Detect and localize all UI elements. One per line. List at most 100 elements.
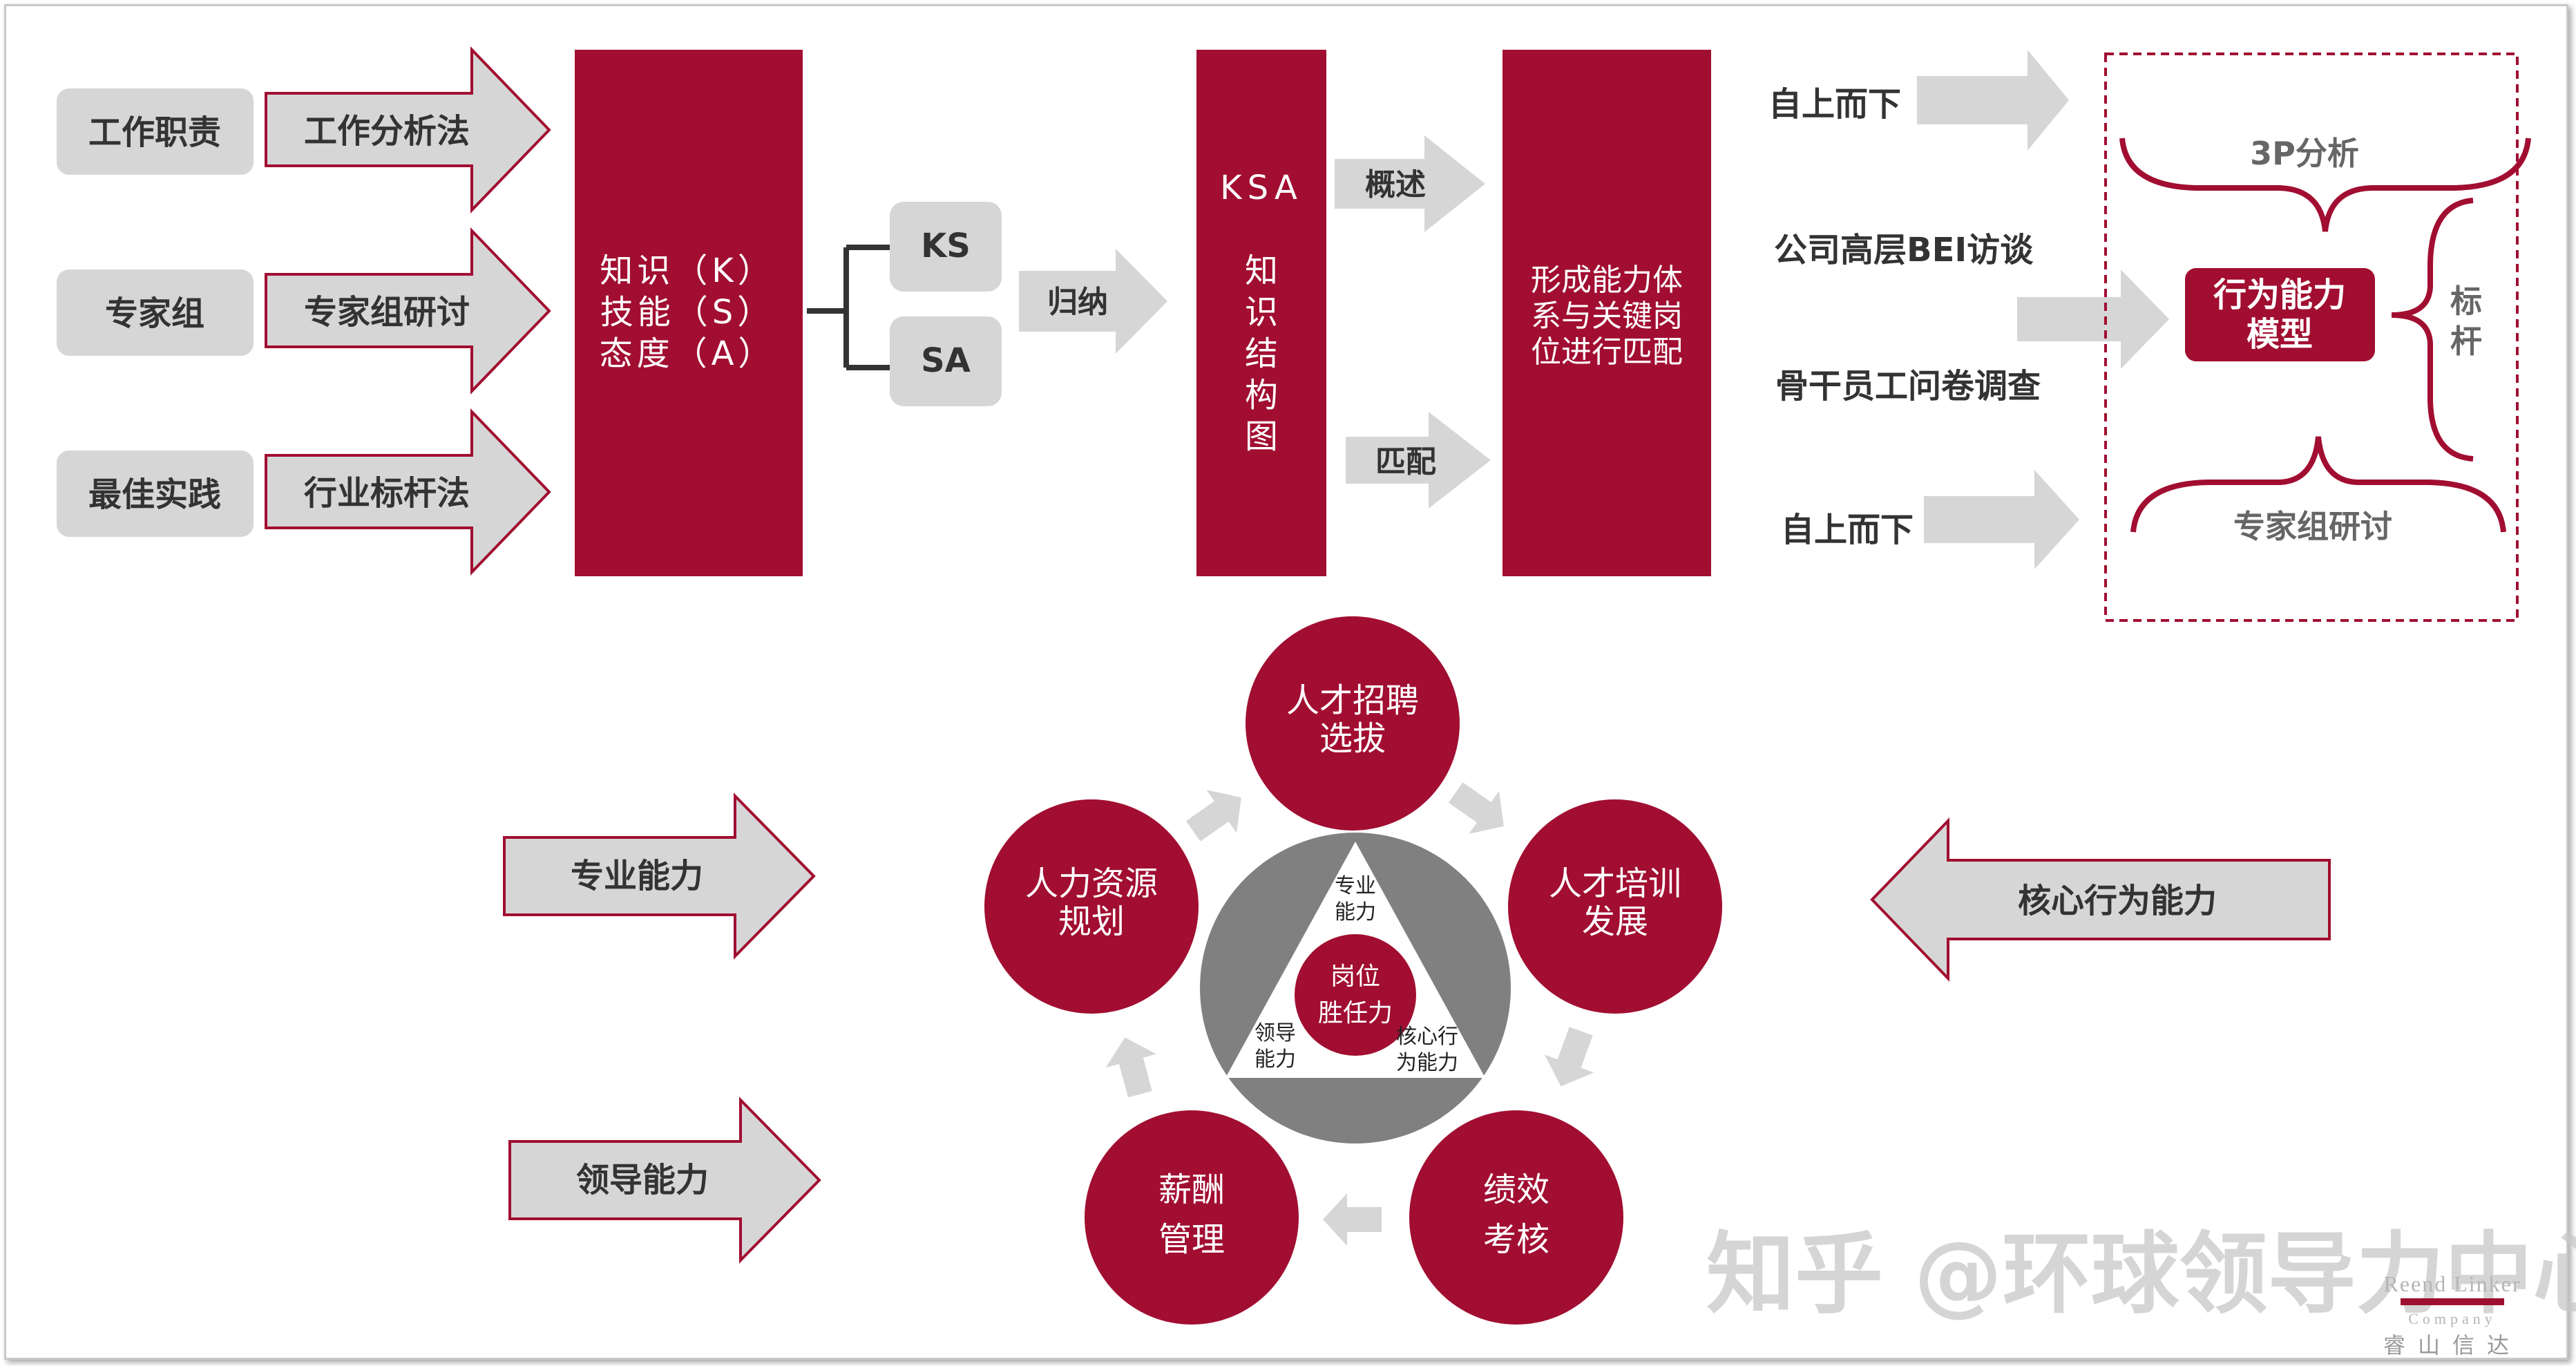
hr-cycle: 人才招聘 选拔 人才培训 发展 绩效 考核 薪酬 管理 人力资源 规划 bbox=[984, 616, 1722, 1325]
benchmark-char-2: 杆 bbox=[2450, 323, 2482, 360]
cycle-planning-2: 规划 bbox=[1058, 902, 1125, 941]
brace-top bbox=[2119, 137, 2531, 232]
source-box-2 bbox=[57, 269, 254, 356]
triangle-left-2: 能力 bbox=[1254, 1047, 1296, 1072]
cycle-recruit-1: 人才招聘 bbox=[1286, 681, 1419, 720]
behavior-model-line-2: 模型 bbox=[2246, 315, 2313, 354]
ksa-chart-char-3: 结 bbox=[1245, 334, 1278, 373]
ksa-chart-box bbox=[1196, 50, 1326, 576]
cycle-arrow-2 bbox=[1544, 1027, 1594, 1087]
result-line-3: 位进行匹配 bbox=[1531, 334, 1683, 370]
ksa-chart-char-5: 图 bbox=[1245, 417, 1278, 456]
method-arrow-1 bbox=[265, 46, 551, 214]
result-box bbox=[1502, 50, 1711, 576]
summarize-arrow bbox=[1019, 249, 1167, 354]
cycle-arrows bbox=[1105, 782, 1594, 1246]
top-down-label-2: 自上而下 bbox=[1781, 511, 1914, 549]
triangle-center-1: 岗位 bbox=[1330, 962, 1380, 991]
source-box-3 bbox=[57, 450, 254, 537]
behavior-model-box bbox=[2185, 268, 2375, 361]
overview-arrow bbox=[1335, 135, 1485, 232]
cycle-salary-1: 薪酬 bbox=[1158, 1170, 1225, 1209]
ksa-chart-text: KSA 知 识 结 构 图 bbox=[1220, 169, 1303, 456]
core-behavior-arrow bbox=[1870, 817, 2331, 982]
cycle-planning-1: 人力资源 bbox=[1025, 864, 1158, 903]
cycle-training-2: 发展 bbox=[1582, 902, 1648, 941]
leadership-arrow bbox=[508, 1097, 821, 1264]
method-label-1: 工作分析法 bbox=[304, 112, 470, 151]
company-logo: Reend Linker Company 睿山信达 bbox=[2356, 1271, 2549, 1360]
triangle-text: 专业 能力 领导 能力 核心行 为能力 岗位 胜任力 bbox=[1254, 874, 1458, 1075]
source-label-2: 专家组 bbox=[105, 294, 204, 333]
analysis-3p-label: 3P分析 bbox=[2250, 135, 2359, 172]
overview-label: 概述 bbox=[1365, 167, 1426, 202]
cycle-recruit-2: 选拔 bbox=[1319, 719, 1386, 758]
ksa-chart-char-1: 知 bbox=[1245, 252, 1278, 290]
ksa-skill: 技能（S） bbox=[600, 293, 774, 332]
sa-label: SA bbox=[921, 341, 971, 380]
cycle-arrow-3 bbox=[1323, 1193, 1382, 1246]
cycle-circle-salary bbox=[1085, 1110, 1299, 1325]
method-arrow-2 bbox=[265, 227, 551, 395]
bei-label: 公司高层BEI访谈 bbox=[1774, 231, 2034, 269]
ksa-box-text: 知识（K） 技能（S） 态度（A） bbox=[600, 252, 776, 373]
professional-arrow bbox=[503, 793, 816, 960]
ksa-knowledge: 知识（K） bbox=[600, 252, 774, 290]
method-arrows: 工作分析法 专家组研讨 行业标杆法 bbox=[265, 46, 551, 576]
cycle-circle-performance bbox=[1409, 1110, 1623, 1325]
brace-bottom bbox=[2130, 436, 2506, 533]
behavior-model-line-1: 行为能力 bbox=[2213, 276, 2346, 314]
bracket-connector bbox=[807, 245, 890, 370]
logo-bar bbox=[2401, 1298, 2504, 1305]
triangle-right-2: 为能力 bbox=[1396, 1051, 1458, 1075]
source-label-1: 工作职责 bbox=[88, 113, 221, 152]
cycle-arrow-5 bbox=[1185, 790, 1241, 842]
match-arrow bbox=[1346, 412, 1491, 509]
model-container bbox=[2104, 53, 2519, 622]
result-box-text: 形成能力体 系与关键岗 位进行匹配 bbox=[1531, 263, 1683, 370]
top-down-label-1: 自上而下 bbox=[1768, 85, 1901, 124]
professional-label: 专业能力 bbox=[571, 857, 703, 895]
result-line-1: 形成能力体 bbox=[1531, 263, 1683, 298]
source-label-3: 最佳实践 bbox=[88, 475, 221, 514]
ksa-chart-title: KSA bbox=[1220, 169, 1303, 207]
cycle-circle-recruit bbox=[1246, 616, 1460, 831]
ksa-box bbox=[575, 50, 803, 576]
ks-label: KS bbox=[921, 227, 971, 265]
triangle-top-2: 能力 bbox=[1335, 900, 1376, 924]
ks-box bbox=[890, 202, 1002, 292]
triangle-right-1: 核心行 bbox=[1396, 1025, 1458, 1049]
match-label: 匹配 bbox=[1375, 444, 1436, 480]
survey-label: 骨干员工问卷调查 bbox=[1775, 367, 2041, 406]
cycle-circle-training bbox=[1508, 799, 1722, 1014]
cycle-circle-planning bbox=[984, 799, 1199, 1014]
cycle-salary-2: 管理 bbox=[1158, 1220, 1225, 1259]
top-down-arrow-2 bbox=[1924, 470, 2079, 569]
logo-line-2: Company bbox=[2408, 1310, 2497, 1327]
cycle-arrow-4 bbox=[1105, 1037, 1157, 1098]
logo-line-3: 睿山信达 bbox=[2383, 1333, 2521, 1358]
watermark-text: 知乎 @环球领导力中心 bbox=[1706, 1223, 2576, 1326]
triangle-left-1: 领导 bbox=[1254, 1021, 1296, 1045]
competency-core bbox=[1295, 934, 1416, 1056]
benchmark-char-1: 标 bbox=[2450, 283, 2482, 320]
triangle-top-1: 专业 bbox=[1335, 874, 1376, 898]
cycle-training-1: 人才培训 bbox=[1549, 864, 1681, 903]
method-label-2: 专家组研讨 bbox=[304, 293, 470, 332]
cycle-performance-2: 考核 bbox=[1483, 1220, 1549, 1259]
ksa-attitude: 态度（A） bbox=[600, 334, 776, 373]
source-boxes: 工作职责 专家组 最佳实践 bbox=[57, 88, 254, 537]
expert-seminar-label: 专家组研讨 bbox=[2233, 508, 2392, 545]
ksa-chart-char-2: 识 bbox=[1245, 293, 1278, 332]
method-arrow-3 bbox=[265, 408, 551, 576]
logo-line-1: Reend Linker bbox=[2383, 1271, 2521, 1296]
cycle-performance-1: 绩效 bbox=[1483, 1170, 1549, 1209]
brace-right bbox=[2391, 198, 2474, 462]
method-label-3: 行业标杆法 bbox=[304, 474, 470, 513]
sa-box bbox=[890, 316, 1002, 406]
result-line-2: 系与关键岗 bbox=[1531, 298, 1683, 334]
cycle-arrow-1 bbox=[1448, 782, 1504, 834]
leadership-label: 领导能力 bbox=[576, 1161, 709, 1199]
source-box-1 bbox=[57, 88, 254, 175]
